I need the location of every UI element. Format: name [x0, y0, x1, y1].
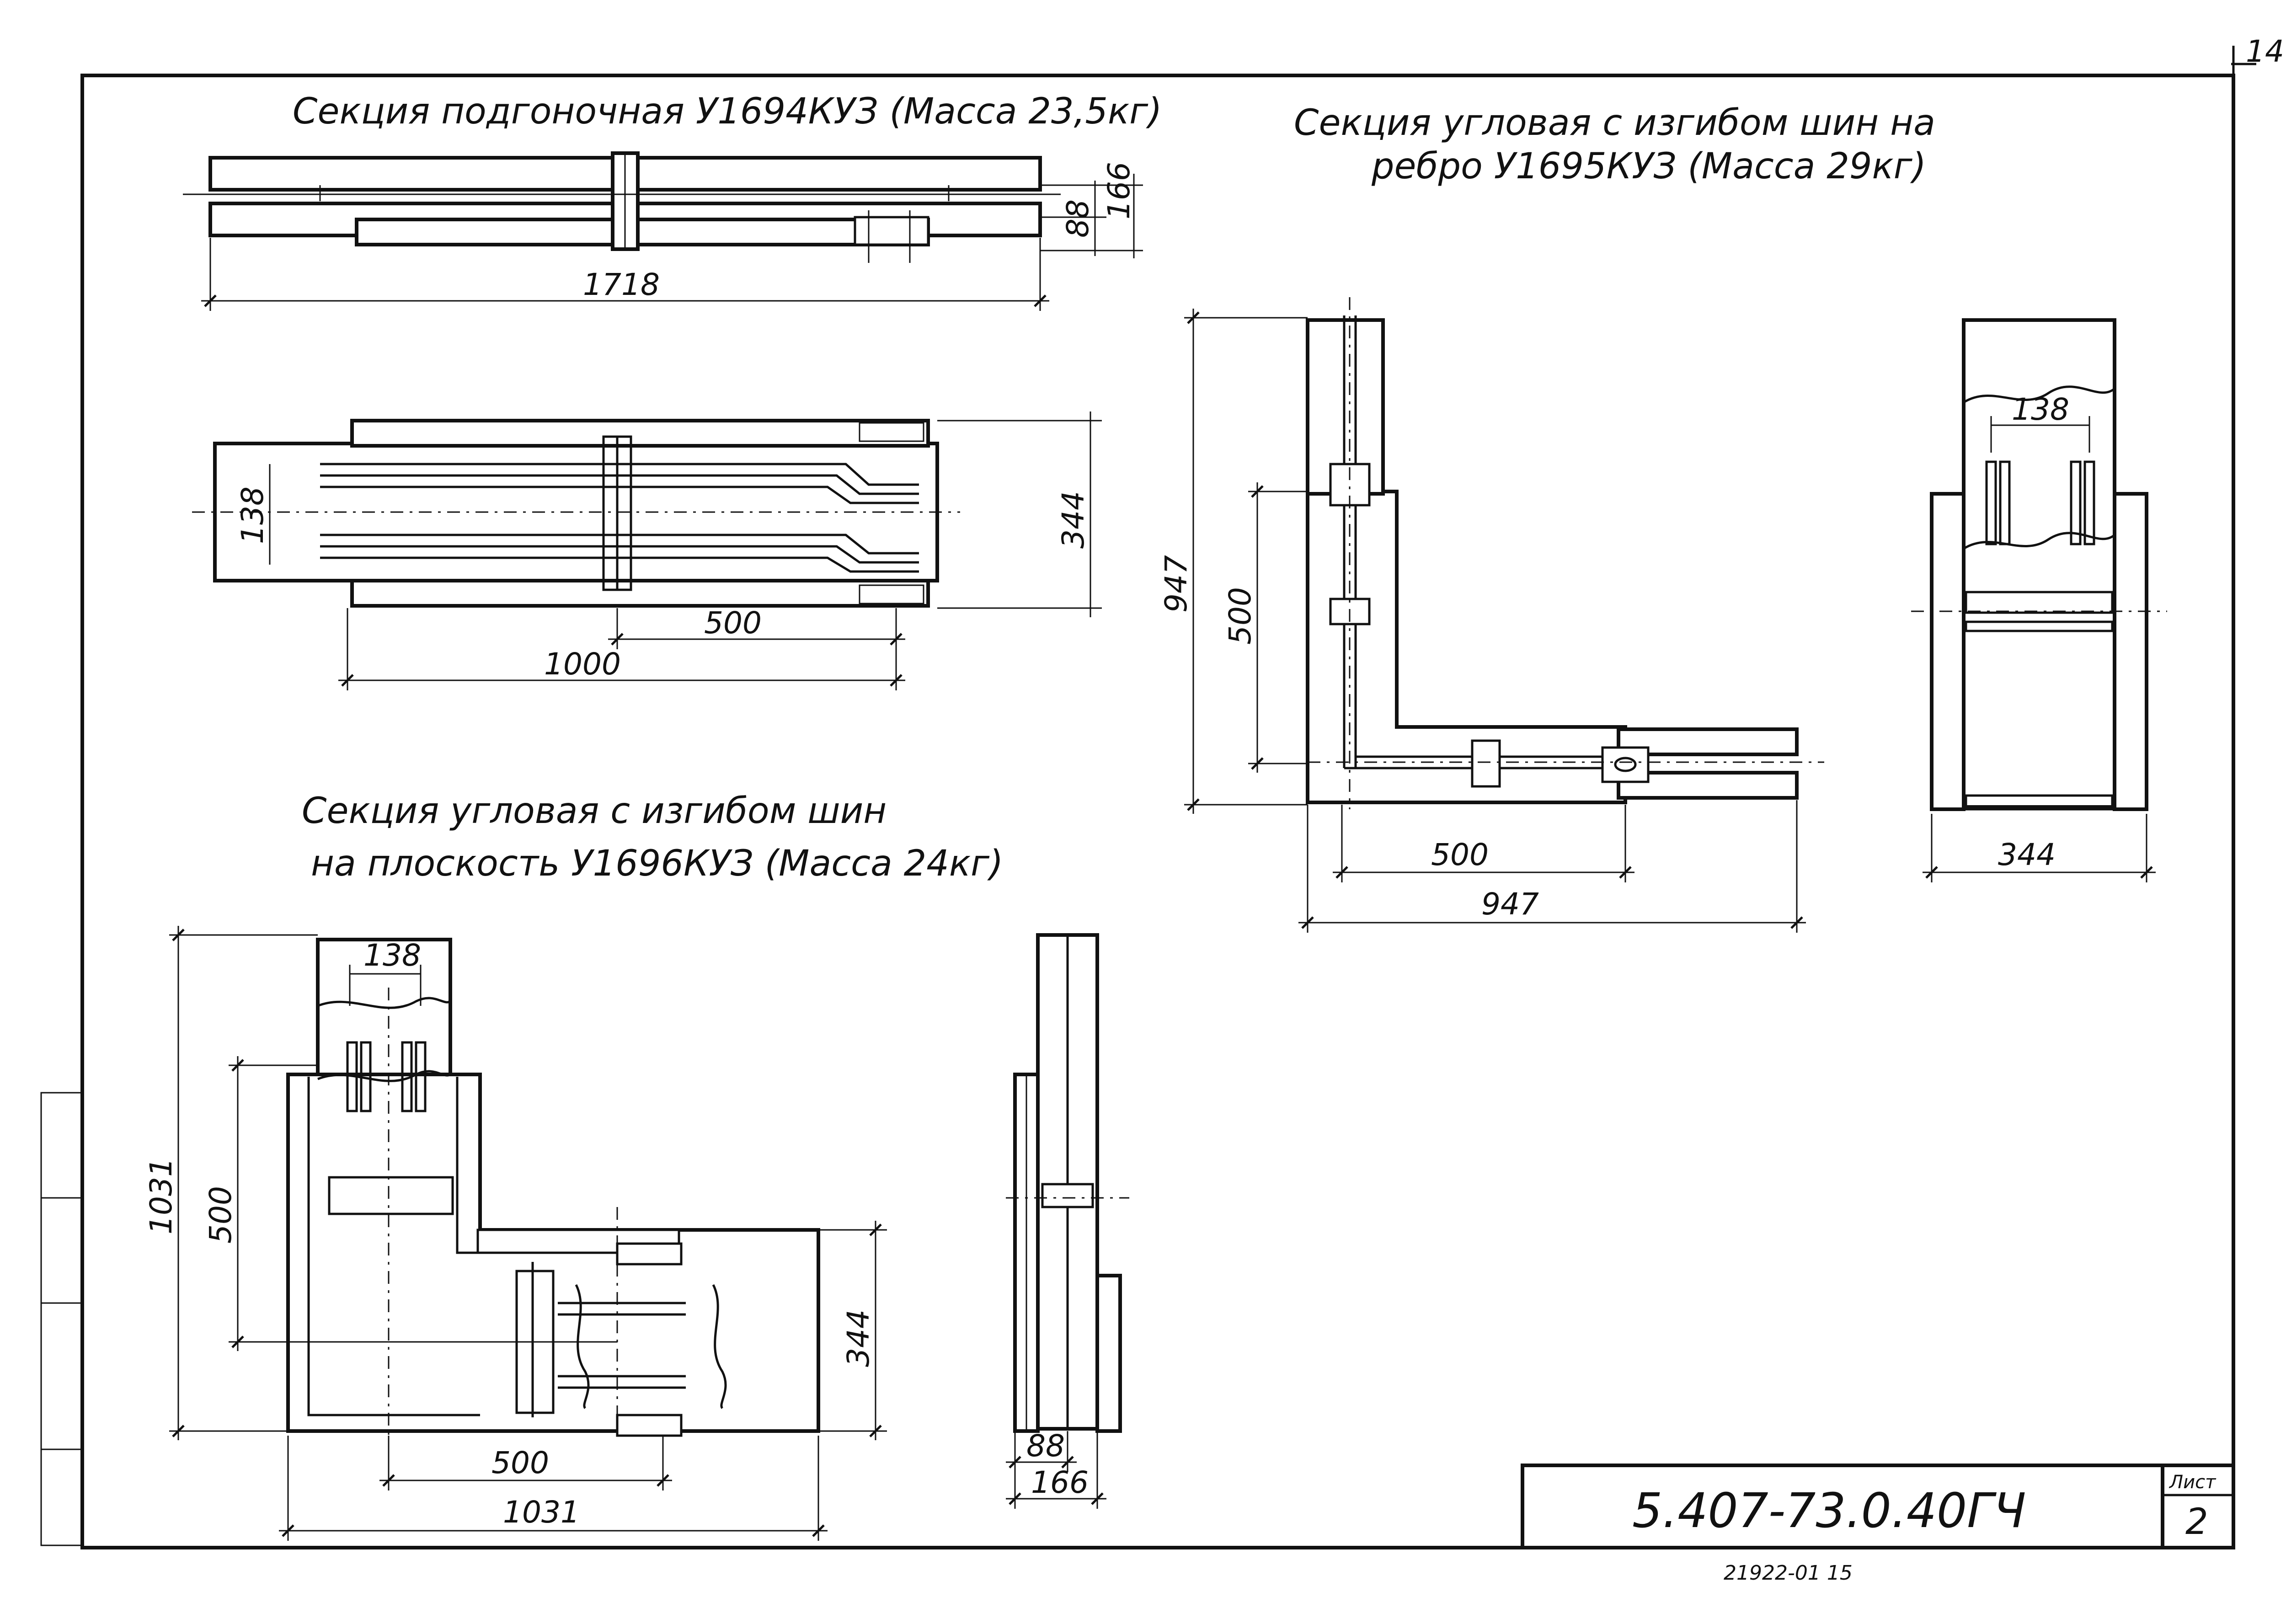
edge-bend-side-dim-344: 344: [1998, 837, 2056, 872]
sheet-number-top: 14: [2246, 34, 2284, 69]
edge-bend-title-line2: ребро У1695КУЗ (Масса 29кг): [1371, 146, 1926, 187]
flat-bend-dim-1031-horizontal: 1031: [503, 1495, 580, 1530]
edge-bend-front-view: [1184, 297, 1824, 933]
flat-bend-dim-500-horizontal: 500: [491, 1445, 549, 1480]
flat-bend-side-dim-166: 166: [1031, 1465, 1089, 1500]
footer-stamp: 21922-01 15: [1724, 1561, 1853, 1585]
flat-bend-dim-500-vertical: 500: [203, 1186, 238, 1244]
flat-bend-title-line2: на плоскость У1696КУЗ (Масса 24кг): [311, 843, 1003, 884]
sheet-label: Лист: [2168, 1472, 2217, 1493]
edge-bend-dim-500-vertical: 500: [1223, 587, 1258, 645]
flat-bend-dim-1031-vertical: 1031: [144, 1158, 179, 1234]
fitting-dim-1718: 1718: [583, 267, 660, 302]
edge-bend-dim-947-vertical: 947: [1159, 555, 1194, 613]
drawing-code: 5.407-73.0.40ГЧ: [1632, 1483, 2026, 1539]
fitting-dim-88: 88: [1060, 199, 1095, 238]
edge-bend-side-dim-138: 138: [2012, 392, 2069, 427]
fitting-dim-344: 344: [1056, 491, 1091, 549]
fitting-dim-500: 500: [704, 605, 762, 641]
edge-bend-dim-500-horizontal: 500: [1431, 837, 1489, 872]
fitting-plan-view: [192, 411, 1102, 690]
fitting-section-title: Секция подгоночная У1694КУЗ (Масса 23,5к…: [293, 91, 1162, 132]
fitting-dim-166: 166: [1101, 162, 1137, 219]
flat-bend-title-line1: Секция угловая с изгибом шин: [302, 791, 887, 832]
edge-bend-side-view: [1911, 318, 2167, 882]
title-block: [1521, 1464, 2235, 1549]
sheet-frame: [40, 46, 2256, 1549]
flat-bend-plan-view: [169, 926, 887, 1541]
fitting-dim-1000: 1000: [544, 646, 621, 682]
flat-bend-side-dim-88: 88: [1026, 1428, 1065, 1464]
flat-bend-side-view: [1006, 933, 1129, 1509]
flat-bend-dim-138: 138: [363, 938, 421, 973]
edge-bend-title-line1: Секция угловая с изгибом шин на: [1294, 102, 1935, 144]
fitting-dim-138: 138: [235, 486, 270, 544]
fitting-side-view: [183, 151, 1143, 311]
edge-bend-dim-947-horizontal: 947: [1481, 887, 1539, 922]
sheet-value: 2: [2185, 1501, 2208, 1543]
flat-bend-dim-344: 344: [841, 1309, 876, 1367]
